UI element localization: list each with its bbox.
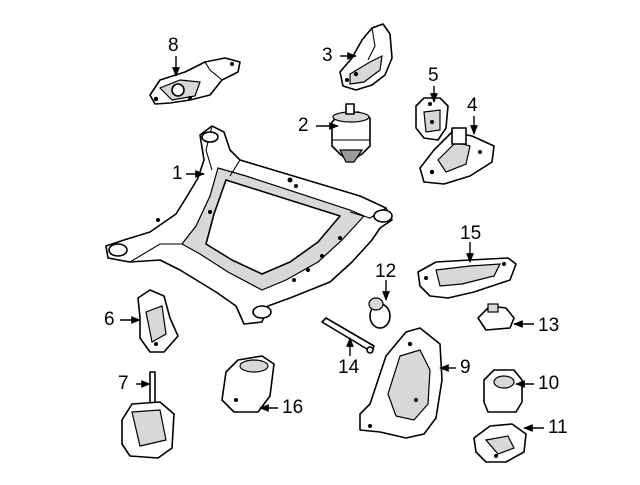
- part-12-bushing: [368, 297, 391, 329]
- part-10-mount: [483, 369, 523, 413]
- part-8-mount-bracket: [149, 57, 241, 105]
- callout-11: 11: [548, 417, 568, 438]
- part-2-round-mount: [331, 103, 371, 163]
- callout-3: 3: [322, 45, 333, 66]
- part-9-bracket-plate: [359, 327, 443, 439]
- part-11-bracket: [473, 423, 527, 463]
- callout-4: 4: [467, 95, 478, 116]
- callout-10: 10: [538, 373, 560, 394]
- part-13-small-mount: [477, 303, 515, 331]
- part-14-strut-rod: [321, 317, 375, 354]
- callout-9: 9: [460, 357, 471, 378]
- callout-14: 14: [338, 357, 360, 378]
- callout-1: 1: [172, 163, 183, 184]
- callout-13: 13: [538, 315, 560, 336]
- part-16-mount: [221, 355, 275, 413]
- callout-2: 2: [298, 115, 309, 136]
- callout-7: 7: [118, 373, 129, 394]
- part-5-small-bracket: [415, 97, 449, 141]
- callout-8: 8: [168, 35, 179, 56]
- callout-6: 6: [104, 309, 115, 330]
- callout-16: 16: [282, 397, 304, 418]
- callout-12: 12: [375, 261, 397, 282]
- part-4-mount-assembly: [419, 127, 495, 185]
- part-3-shield-bracket: [339, 23, 393, 91]
- callout-5: 5: [428, 65, 439, 86]
- part-1-subframe: [105, 125, 393, 325]
- part-7-stud-mount: [121, 371, 175, 459]
- leader-lines: [120, 52, 544, 432]
- part-15-bracket-plate: [417, 257, 517, 299]
- callout-15: 15: [460, 223, 482, 244]
- part-6-mount: [137, 289, 179, 353]
